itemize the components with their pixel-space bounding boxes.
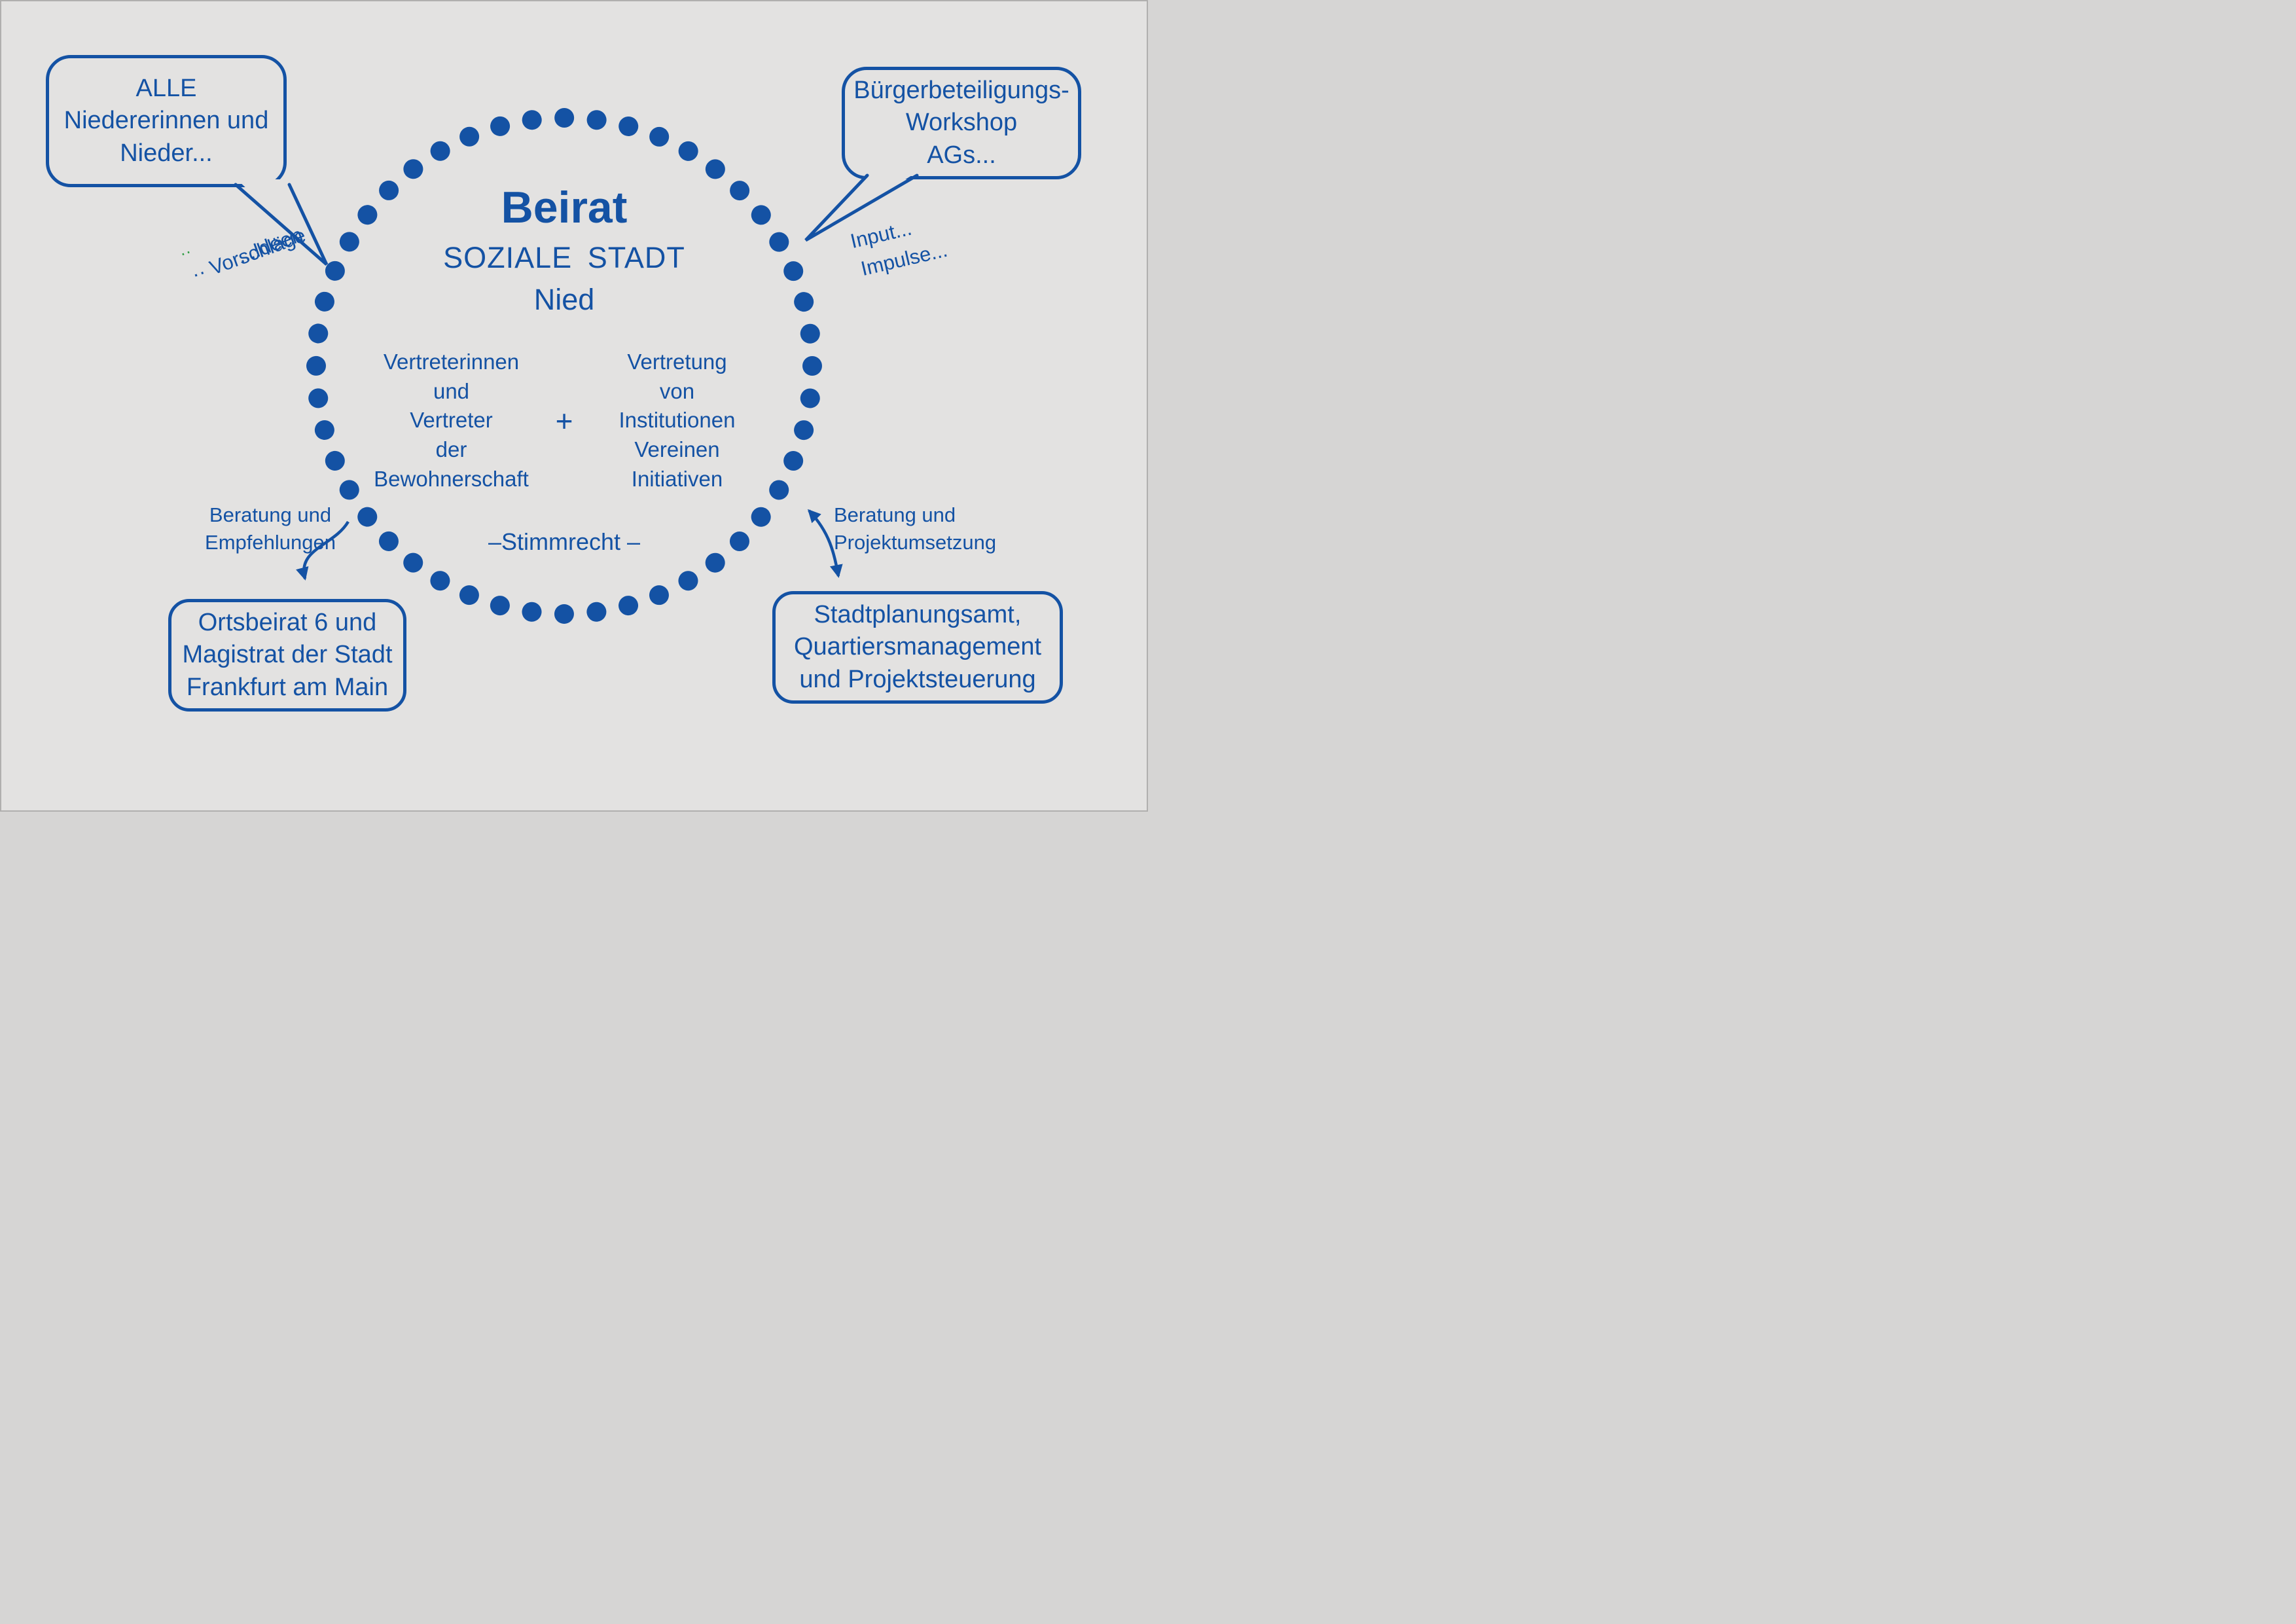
diagram-subtitle-district: Nied <box>533 283 595 317</box>
box-bottom-right: Stadtplanungsamt, Quartiersmanagement un… <box>772 591 1063 704</box>
diagram-canvas: ALLE Niedererinnen und Nieder... Bürgerb… <box>0 0 1148 812</box>
box-bottom-left: Ortsbeirat 6 und Magistrat der Stadt Fra… <box>168 599 406 712</box>
diagram-subtitle: SOZIALE STADT <box>443 241 685 275</box>
speech-bubble-top-left: ALLE Niedererinnen und Nieder... <box>46 55 287 187</box>
advice-implementation-note: Beratung und Projektumsetzung <box>834 503 997 554</box>
plus-sign: + <box>555 403 573 438</box>
speech-bubble-top-right: Bürgerbeteiligungs- Workshop AGs... <box>842 67 1081 179</box>
diagram-title: Beirat <box>501 183 628 232</box>
voting-rights-note: –Stimmrecht – <box>488 528 641 556</box>
membership-columns: Vertreterinnen und Vertreter der Bewohne… <box>368 348 761 494</box>
residents-column: Vertreterinnen und Vertreter der Bewohne… <box>374 349 529 492</box>
circle-center-content: Beirat SOZIALE STADT Nied Vertreterinnen… <box>368 182 761 556</box>
institutions-column: Vertretung von Institutionen Vereinen In… <box>619 349 736 492</box>
green-dots-artifact: ·· <box>177 241 194 264</box>
suggestions-label: ·· Vorschläge <box>188 223 309 286</box>
advice-recommendations-note: Beratung und Empfehlungen <box>205 503 336 554</box>
